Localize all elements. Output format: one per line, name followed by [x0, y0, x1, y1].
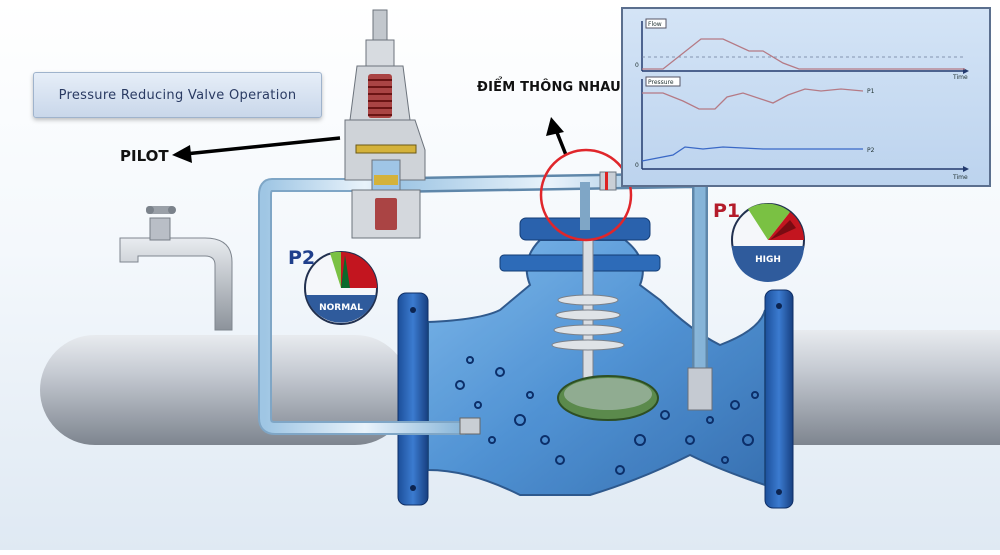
p2-label: P2	[288, 247, 316, 269]
p2-status-label: NORMAL	[319, 303, 363, 313]
charts-panel: Flow 0 Time Pressure P1 P2 0 Time	[621, 7, 991, 187]
flow-line	[642, 38, 965, 70]
p2-gauge: NORMAL	[304, 251, 378, 325]
p1-label: P1	[713, 200, 741, 222]
p2-series-label: P2	[867, 147, 875, 154]
p1-status-label: HIGH	[755, 255, 781, 265]
flow-origin: 0	[635, 62, 639, 69]
p1-gauge: HIGH	[731, 203, 805, 282]
p2-line	[641, 146, 863, 162]
pressure-chart-tag: Pressure	[648, 79, 674, 86]
flow-x-label: Time	[952, 74, 968, 81]
pilot-arrow	[172, 136, 341, 163]
connection-point-label: ĐIỂM THÔNG NHAU	[477, 80, 621, 95]
main-pipe	[40, 330, 1000, 445]
p1-series-label: P1	[867, 88, 875, 95]
pressure-x-label: Time	[952, 174, 968, 181]
charts-svg: Flow 0 Time Pressure P1 P2 0 Time	[635, 18, 969, 181]
faucet	[119, 206, 233, 331]
diagram-title: Pressure Reducing Valve Operation	[33, 72, 322, 118]
valve-body	[427, 217, 766, 496]
valve-stem	[551, 239, 659, 421]
pressure-chart: Pressure P1 P2 0 Time	[635, 76, 969, 181]
pressure-origin: 0	[635, 162, 639, 169]
pilot-label: PILOT	[120, 147, 169, 165]
pilot-valve	[344, 9, 426, 239]
connection-point-marker	[539, 148, 633, 242]
connection-arrow	[546, 117, 568, 156]
flow-chart: Flow 0 Time	[635, 18, 969, 81]
flow-bubbles	[455, 356, 759, 475]
p1-line	[642, 88, 864, 110]
outlet-flange	[764, 289, 794, 509]
inlet-flange	[397, 292, 429, 506]
flow-chart-tag: Flow	[648, 21, 662, 28]
